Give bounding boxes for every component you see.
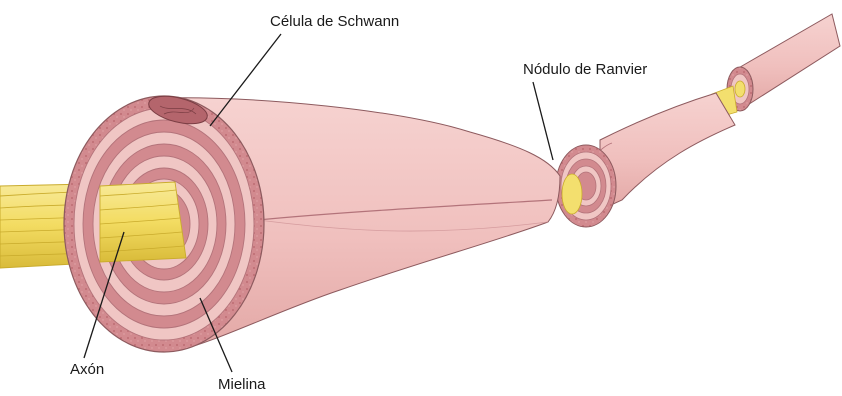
- label-schwann-cell: Célula de Schwann: [270, 14, 399, 29]
- distal-segment: [727, 14, 840, 111]
- label-axon: Axón: [70, 362, 104, 377]
- myelin-cross-section: [64, 96, 264, 352]
- label-myelin: Mielina: [218, 377, 266, 392]
- label-node-of-ranvier: Nódulo de Ranvier: [523, 62, 647, 77]
- ranvier-node-section: [556, 145, 616, 227]
- pointer-ranvier: [533, 82, 553, 160]
